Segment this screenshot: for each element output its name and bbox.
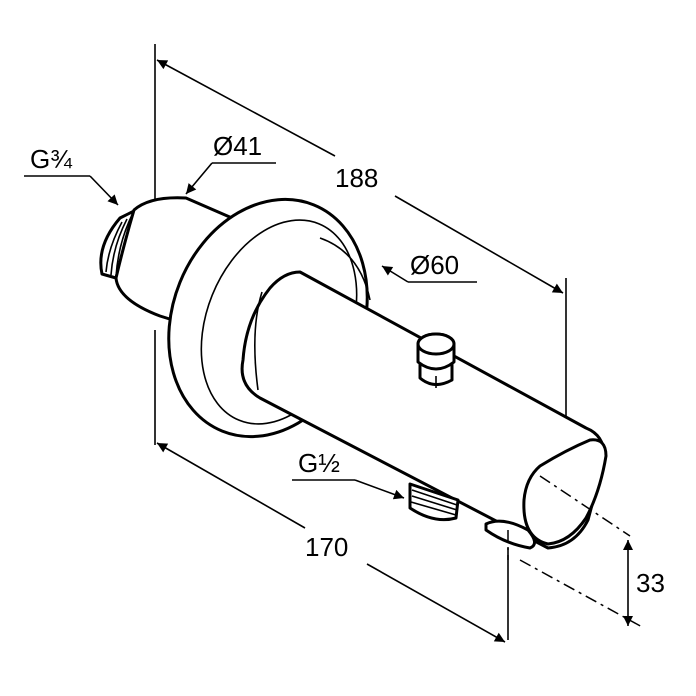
leader-thread-inlet bbox=[24, 175, 119, 206]
label-thread-outlet: G½ bbox=[298, 448, 340, 478]
mixer-body bbox=[99, 196, 608, 550]
label-length-body: 170 bbox=[305, 532, 348, 562]
outlet-thread bbox=[408, 482, 460, 522]
leader-thread-outlet bbox=[292, 479, 405, 500]
label-thread-inlet: G¾ bbox=[30, 144, 72, 174]
lower-nub bbox=[484, 519, 536, 550]
label-diameter-rosette: Ø60 bbox=[410, 250, 459, 280]
diverter-knob bbox=[416, 332, 456, 388]
leader-diameter-rosette bbox=[381, 265, 477, 283]
leader-diameter-small bbox=[185, 162, 276, 195]
dimension-188 bbox=[156, 59, 564, 294]
label-diameter-small: Ø41 bbox=[213, 131, 262, 161]
label-length-total: 188 bbox=[335, 163, 378, 193]
label-offset-height: 33 bbox=[636, 568, 665, 598]
dimension-170 bbox=[156, 442, 506, 643]
extension-lines bbox=[154, 44, 567, 640]
